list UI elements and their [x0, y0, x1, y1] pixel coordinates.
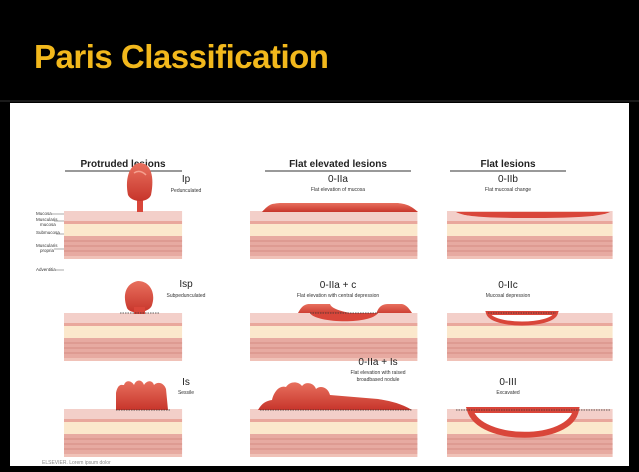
lesion-iic-shape	[488, 313, 556, 324]
layer-label-adventitia: Adventitia	[36, 267, 56, 272]
layer-label-mucosa: Mucosa	[36, 211, 52, 216]
diagram-panel: Protruded lesions Flat elevated lesions …	[10, 103, 629, 466]
tissue-row3-col1	[64, 409, 182, 457]
lesion-iic-desc: Mucosal depression	[486, 293, 531, 299]
lesion-ip-shape	[127, 163, 152, 212]
lesion-is-code: Is	[182, 377, 190, 388]
lesion-iiac-desc: Flat elevation with central depression	[297, 293, 379, 299]
lesion-iiais-code: 0-IIa + Is	[358, 357, 397, 368]
title-divider	[0, 100, 639, 102]
layer-labels: Mucosa Muscularis mucosa Submucosa Muscu…	[36, 211, 64, 272]
lesion-is-desc: Sessile	[178, 390, 194, 396]
layer-label-mucosa-2: mucosa	[40, 222, 56, 227]
lesion-isp-code: Isp	[179, 279, 193, 290]
lesion-iia-shape	[262, 203, 418, 212]
lesion-iiais-shape	[258, 382, 412, 410]
header-protruded-text: Protruded lesions	[80, 159, 165, 170]
column-header-flat-elevated: Flat elevated lesions	[265, 159, 411, 171]
header-flat-elevated-text: Flat elevated lesions	[289, 159, 387, 170]
lesion-iii-desc: Excavated	[496, 390, 520, 396]
tissue-row1-col1	[64, 211, 182, 259]
tissue-row1-col2	[250, 211, 417, 259]
tissue-row2-col1	[64, 313, 182, 361]
lesion-iic-code: 0-IIc	[498, 280, 517, 291]
tissue-row3-col2	[250, 409, 417, 457]
lesion-iia-desc: Flat elevation of mucosa	[311, 187, 365, 193]
slide-title: Paris Classification	[34, 38, 328, 76]
lesion-iiac-code: 0-IIa + c	[320, 280, 356, 291]
lesion-ip-code: Ip	[182, 174, 191, 185]
lesion-isp-shape	[120, 281, 160, 314]
lesion-iiais-desc1: Flat elevation with raised	[350, 370, 405, 376]
lesion-iia-code: 0-IIa	[328, 174, 348, 185]
lesion-iiais-desc2: broadbased nodule	[357, 377, 400, 383]
lesion-iib-code: 0-IIb	[498, 174, 518, 185]
copyright-text: ELSEVIER. Lorem ipsum dolor	[42, 460, 111, 466]
column-header-flat: Flat lesions	[450, 159, 566, 171]
header-flat-text: Flat lesions	[480, 159, 535, 170]
lesion-isp-desc: Subpedunculated	[167, 293, 206, 299]
lesion-is-shape	[116, 381, 170, 411]
lesion-iii-code: 0-III	[499, 377, 516, 388]
layer-label-propria: propria	[40, 248, 55, 253]
paris-classification-diagram: Protruded lesions Flat elevated lesions …	[10, 103, 629, 466]
lesion-iib-desc: Flat mucosal change	[485, 187, 531, 193]
column-header-protruded: Protruded lesions	[65, 159, 182, 171]
tissue-row1-col3	[447, 211, 613, 259]
lesion-ip-desc: Pedunculated	[171, 188, 202, 194]
